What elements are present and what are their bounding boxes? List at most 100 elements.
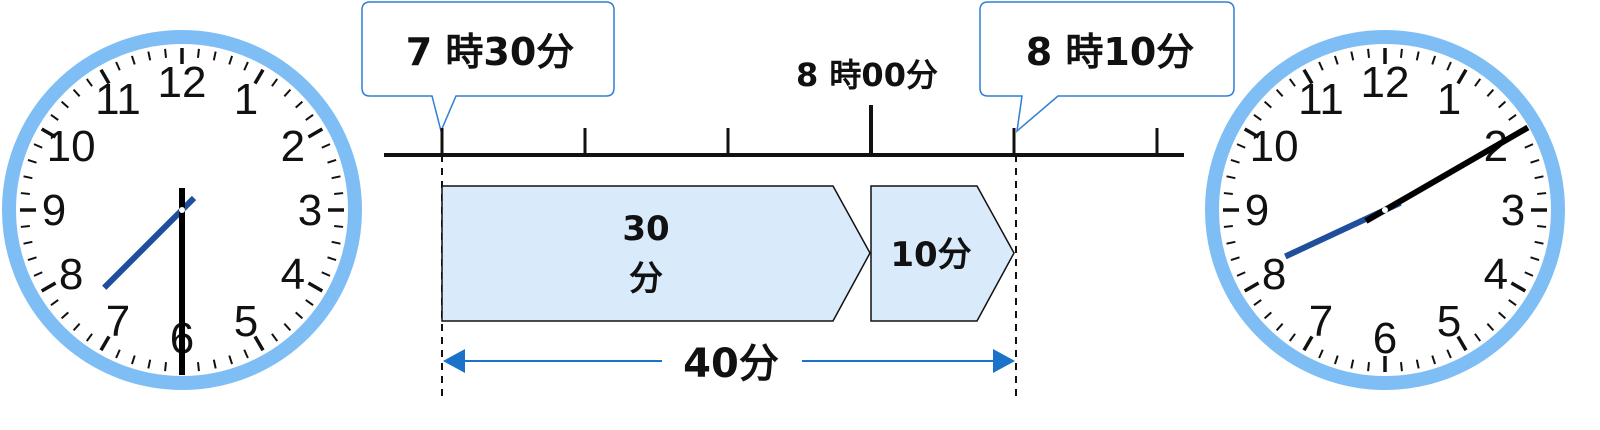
clock-numeral: 3 (1501, 186, 1525, 235)
hour-tick (307, 281, 324, 293)
minute-tick (1524, 271, 1534, 277)
minute-tick (72, 323, 81, 332)
minute-tick (1537, 192, 1547, 196)
clock-numeral: 12 (158, 58, 207, 107)
clock-numeral: 4 (1484, 250, 1508, 299)
clock-numeral: 8 (59, 250, 83, 299)
minute-tick (115, 349, 121, 359)
hour-tick (99, 335, 111, 352)
minute-tick (334, 192, 344, 196)
segment-label-line2: 分 (629, 259, 663, 299)
minute-tick (228, 55, 234, 65)
segment-arrow-shape (441, 185, 871, 322)
hour-tick (1243, 281, 1260, 293)
minute-tick (1263, 311, 1272, 320)
minute-tick (1486, 88, 1495, 97)
clock-numeral: 1 (1437, 75, 1461, 124)
minute-tick (321, 143, 331, 149)
minute-tick (1223, 224, 1233, 228)
segment-label-line1: 30 (622, 209, 669, 249)
minute-tick (1236, 271, 1246, 277)
minute-tick (228, 355, 234, 365)
start-time-label: 7 時30分 (406, 30, 575, 74)
minute-tick (1253, 113, 1262, 121)
minute-tick (20, 224, 30, 228)
minute-tick (1474, 333, 1482, 342)
minute-tick (164, 48, 168, 58)
minute-tick (27, 158, 37, 164)
clock-numeral: 6 (1373, 314, 1397, 363)
minute-tick (130, 355, 136, 365)
minute-tick (1508, 113, 1517, 121)
arrowhead-left-icon (443, 349, 465, 373)
minute-tick (295, 100, 304, 109)
hour-tick (1456, 68, 1468, 85)
minute-tick (243, 61, 249, 71)
minute-tick (164, 362, 168, 372)
end-time-label: 8 時10分 (1026, 30, 1195, 74)
hour-tick (253, 68, 265, 85)
clock-numeral: 5 (234, 297, 258, 346)
arrowhead-right-icon (993, 349, 1015, 373)
clock-numeral: 4 (281, 250, 305, 299)
minute-tick (130, 55, 136, 65)
start-clock: 121234567891011 (2, 30, 362, 390)
minute-tick (1275, 88, 1284, 97)
minute-tick (1415, 359, 1420, 369)
minute-tick (305, 299, 314, 307)
minute-tick (305, 113, 314, 121)
minute-tick (1537, 224, 1547, 228)
minute-tick (1498, 311, 1507, 320)
clock-numeral: 10 (47, 122, 96, 171)
hour-tick (99, 68, 111, 85)
hour-tick (253, 335, 265, 352)
minute-tick (1350, 51, 1355, 61)
hour-tick (307, 127, 324, 139)
minute-tick (27, 256, 37, 262)
minute-tick (147, 359, 152, 369)
start-callout: 7 時30分 (361, 1, 615, 134)
minute-tick (1486, 323, 1495, 332)
minute-tick (334, 224, 344, 228)
minute-tick (1367, 48, 1371, 58)
minute-tick (23, 175, 33, 180)
minute-tick (283, 323, 292, 332)
minute-tick (1446, 61, 1452, 71)
hour-tick (1456, 335, 1468, 352)
clock-numeral: 1 (234, 75, 258, 124)
minute-tick (1288, 78, 1296, 87)
minute-tick (1399, 48, 1403, 58)
timeline: 8 時00分 (384, 56, 1184, 157)
minute-tick (1318, 349, 1324, 359)
minute-tick (1226, 240, 1236, 245)
minute-tick (283, 88, 292, 97)
callout-bubble (361, 1, 615, 134)
segment-arrow-shape (870, 185, 1015, 322)
clock-numeral: 10 (1250, 122, 1299, 171)
hour-tick (1243, 127, 1260, 139)
clock-numeral: 9 (1245, 186, 1269, 235)
minute-tick (1253, 299, 1262, 307)
clock-numeral: 11 (95, 75, 141, 124)
hour-tick (1302, 335, 1314, 352)
minute-hand (1364, 124, 1530, 224)
minute-tick (85, 333, 93, 342)
minute-tick (1534, 240, 1544, 245)
minute-tick (50, 113, 59, 121)
segment-30-min: 30 分 (441, 185, 871, 322)
minute-tick (60, 311, 69, 320)
minute-tick (196, 362, 200, 372)
minute-tick (1223, 192, 1233, 196)
minute-tick (1399, 362, 1403, 372)
minute-tick (1446, 349, 1452, 359)
end-callout: 8 時10分 (979, 1, 1235, 133)
minute-tick (147, 51, 152, 61)
minute-tick (60, 100, 69, 109)
hour-tick (1302, 68, 1314, 85)
clock-numeral: 9 (42, 186, 66, 235)
minute-tick (1367, 362, 1371, 372)
minute-tick (1474, 78, 1482, 87)
minute-tick (1230, 256, 1240, 262)
minute-tick (50, 299, 59, 307)
